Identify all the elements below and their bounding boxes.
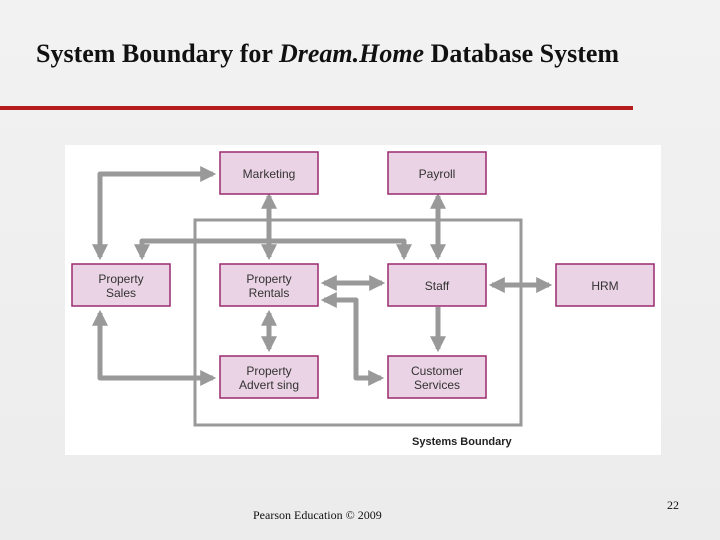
box-payroll — [387, 151, 487, 195]
label-property-rentals-1: Property — [246, 272, 291, 286]
title-italic: Dream.Home — [278, 39, 425, 68]
title-part1: System Boundary for — [36, 39, 279, 68]
arrow-rentals-customer — [320, 291, 385, 387]
slide-title: System Boundary for Dream.Home Database … — [36, 38, 656, 70]
box-property-sales — [71, 263, 171, 307]
boundary-label: Systems Boundary — [412, 436, 513, 448]
box-staff — [387, 263, 487, 307]
label-marketing: Marketing — [243, 167, 296, 181]
box-property-rentals — [219, 263, 319, 307]
box-property-advertising — [219, 355, 319, 399]
box-customer-services — [387, 355, 487, 399]
label-property-sales-1: Property — [98, 272, 143, 286]
title-part2: Database System — [424, 39, 620, 68]
box-hrm — [555, 263, 655, 307]
label-hrm: HRM — [591, 279, 618, 293]
page-number: 22 — [667, 498, 679, 512]
title-underline — [0, 106, 633, 110]
label-payroll: Payroll — [419, 167, 456, 181]
box-marketing — [219, 151, 319, 195]
diagram-figure: Systems Boundary Marketin — [65, 145, 661, 455]
label-customer-services-2: Services — [414, 378, 460, 392]
label-property-advertising-1: Property — [246, 364, 291, 378]
arrow-sales-advertising — [91, 309, 217, 387]
label-staff: Staff — [425, 279, 450, 293]
arrow-marketing-sales — [91, 165, 217, 261]
label-customer-services-1: Customer — [411, 364, 463, 378]
label-property-advertising-2: Advert sing — [239, 378, 299, 392]
footer-copyright: Pearson Education © 2009 — [253, 508, 382, 522]
arrow-sales-staff — [133, 238, 413, 261]
label-property-sales-2: Sales — [106, 286, 136, 300]
system-boundary-diagram: Systems Boundary Marketin — [71, 151, 655, 448]
label-property-rentals-2: Rentals — [249, 286, 290, 300]
